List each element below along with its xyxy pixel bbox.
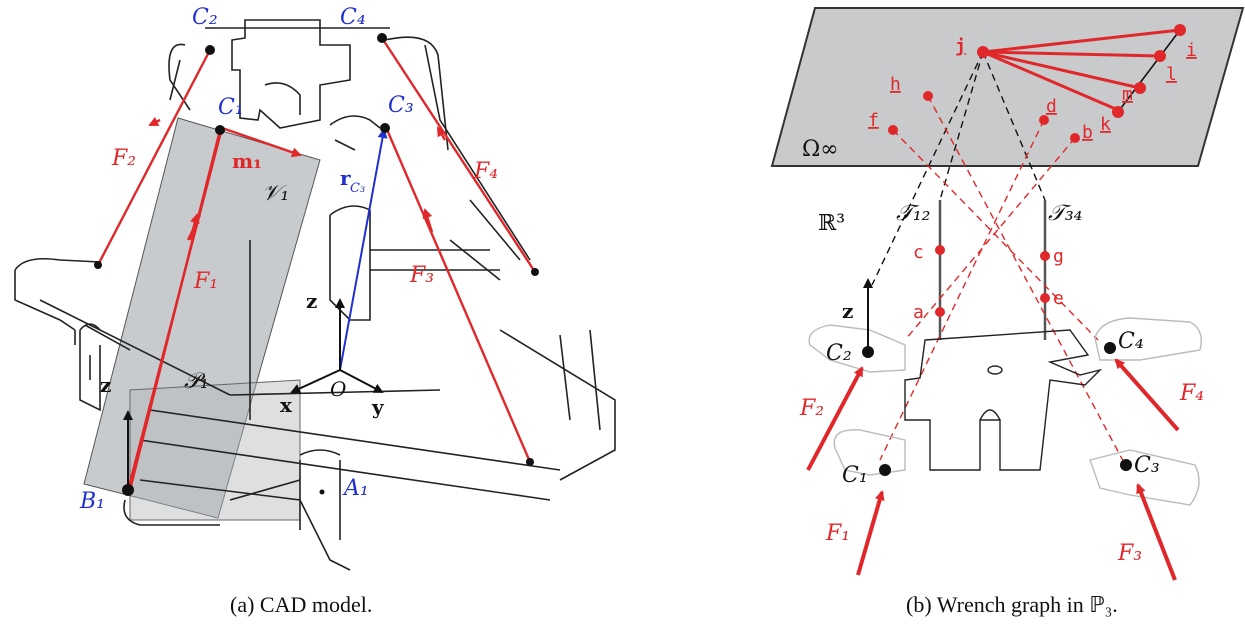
label-r: r	[340, 166, 351, 190]
label-c1: C₁	[218, 95, 244, 120]
label-m1: m₁	[232, 149, 262, 173]
label-pt-j: j	[955, 36, 966, 57]
label-f3: F₃	[409, 263, 434, 288]
label-c3: C₃	[388, 93, 414, 118]
r-vector	[339, 128, 388, 371]
label-rz: z	[842, 299, 853, 323]
label-axis-z-base: z	[100, 373, 111, 397]
label-a1: A₁	[342, 476, 369, 501]
label-origin: O	[330, 377, 346, 401]
label-c2: C₂	[192, 5, 218, 30]
label-pt-b: b	[1082, 122, 1093, 143]
label-axis-z: z	[306, 289, 317, 313]
label-pt-h: h	[890, 74, 901, 95]
label-f2: F₂	[111, 146, 136, 171]
label-pt-i: i	[1186, 40, 1197, 61]
cad-model: C₂ C₄ C₁ C₃ B₁ A₁ F₂ F₁ F₃ F₄ m₁ r C₃ 𝒱₁…	[14, 5, 616, 571]
joint-dots	[94, 33, 539, 496]
joint-dots-right	[862, 342, 1132, 476]
label-pt-k: k	[1100, 114, 1111, 135]
label-pt-e: e	[1053, 288, 1064, 309]
label-r-sub: C₃	[350, 181, 365, 196]
dashed-red	[879, 95, 1129, 471]
plane-p1	[129, 379, 301, 521]
label-rc3: C₃	[1134, 453, 1160, 478]
caption-left: (a) CAD model.	[230, 592, 373, 617]
label-r3: ℝ³	[818, 211, 845, 236]
axes	[123, 298, 384, 490]
label-rc1: C₁	[842, 463, 868, 488]
label-pt-m: m	[1122, 84, 1133, 105]
label-rc4: C₄	[1118, 329, 1144, 354]
label-pt-c: c	[913, 242, 924, 263]
force-lines	[96, 37, 537, 491]
label-axis-x: x	[280, 393, 293, 417]
label-t12: 𝒯₁₂	[896, 201, 931, 226]
caption-right: (b) Wrench graph in ℙ₃.	[906, 592, 1118, 617]
label-v1: 𝒱₁	[262, 181, 289, 206]
label-pt-g: g	[1053, 246, 1064, 267]
label-axis-y: y	[371, 395, 385, 419]
wrench-graph: Ω∞ ℝ³ 𝒯₁₂ 𝒯₃₄ j i l m k h d f b c a g e …	[770, 7, 1245, 581]
frame	[14, 19, 616, 571]
label-rc2: C₂	[826, 341, 852, 366]
mechanism	[904, 329, 1103, 471]
label-pt-f: f	[868, 110, 879, 131]
solid-red	[982, 28, 1181, 112]
label-b1: B₁	[79, 489, 105, 514]
label-omega: Ω∞	[802, 137, 839, 162]
label-rf4: F₄	[1179, 381, 1204, 406]
label-pt-l: l	[1166, 64, 1177, 85]
label-c4: C₄	[340, 5, 366, 30]
label-f4: F₄	[473, 159, 498, 184]
label-rf1: F₁	[825, 521, 850, 546]
label-t34: 𝒯₃₄	[1048, 201, 1083, 226]
force-arrows	[806, 358, 1180, 581]
dashed-black	[871, 51, 1046, 286]
label-rf2: F₂	[799, 396, 824, 421]
label-f1: F₁	[193, 269, 218, 294]
red-points	[888, 24, 1186, 317]
label-pt-a: a	[913, 302, 924, 323]
line-ilmk	[1117, 29, 1181, 113]
label-pt-d: d	[1046, 96, 1057, 117]
label-rf3: F₃	[1117, 541, 1142, 566]
label-p1: 𝒫₁	[184, 369, 209, 394]
